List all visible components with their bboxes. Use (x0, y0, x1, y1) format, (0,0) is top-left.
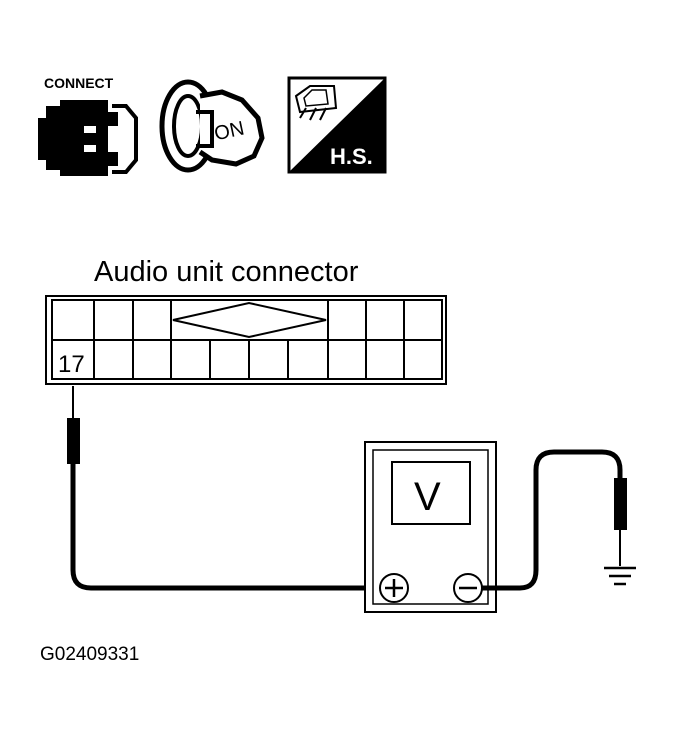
connect-label: CONNECT (44, 75, 114, 91)
ignition-key-icon: ON (159, 79, 265, 173)
ground-icon (604, 566, 636, 586)
voltmeter-display: V (414, 475, 441, 519)
figure-id: G02409331 (40, 644, 139, 665)
audio-unit-connector: 17 (45, 295, 447, 385)
pin-17-label: 17 (58, 351, 85, 378)
connector-title: Audio unit connector (94, 256, 359, 288)
hs-icon: H.S. (287, 76, 387, 174)
connect-icon: CONNECT (38, 75, 138, 176)
voltmeter: V (364, 441, 497, 613)
negative-lead (482, 449, 627, 591)
positive-probe (67, 386, 376, 591)
hs-label: H.S. (330, 144, 373, 169)
